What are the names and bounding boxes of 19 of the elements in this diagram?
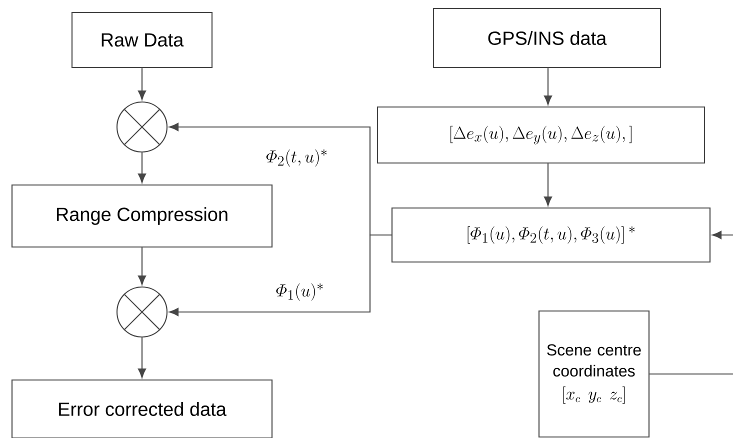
multiplier-circle	[116, 286, 168, 338]
edge-label: $\varPhi_2(t,u)^*$	[264, 148, 330, 168]
connector-arrow	[138, 68, 146, 100]
connector-arrow	[138, 338, 146, 378]
connector-arrow	[544, 68, 552, 105]
process-box: Raw Data	[71, 12, 213, 68]
process-box: Scene centre coordinates $[x_c\; y_c\; z_c]$	[538, 310, 650, 438]
formula-box: $[\varPhi_1(u),\varPhi_2(t,u),\varPhi_3(u)]\,^*$	[391, 207, 711, 263]
edge-label: $\varPhi_1(u)^*$	[274, 282, 326, 302]
process-box: GPS/INS data	[432, 8, 662, 68]
connector-arrow	[138, 248, 146, 285]
multiplier-circle	[116, 101, 168, 153]
connector-arrow	[169, 234, 392, 316]
connector-arrow	[712, 230, 733, 240]
process-box: Range Compression	[11, 184, 273, 248]
connector-arrow	[544, 164, 552, 206]
process-box: Error corrected data	[11, 379, 273, 438]
formula-box: $[\Delta e_x(u),\Delta e_y(u),\Delta e_z(u),]$	[376, 106, 706, 164]
connector-arrow	[138, 152, 146, 183]
